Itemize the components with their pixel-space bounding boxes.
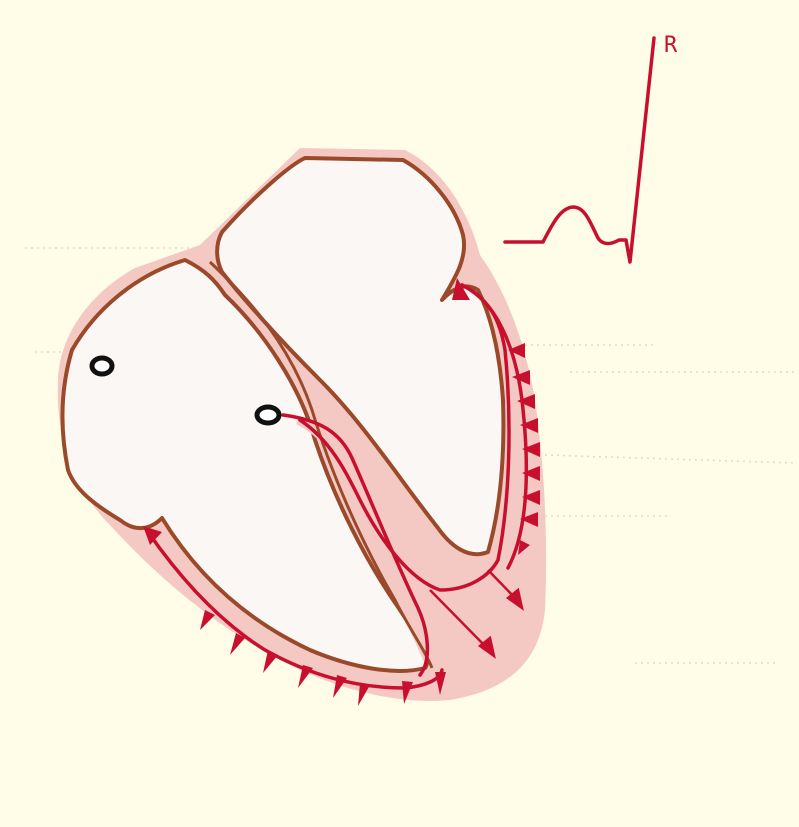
atrioventricular-node-icon: [257, 407, 279, 423]
sinoatrial-node-icon: [92, 358, 112, 374]
ecg-r-wave-label: R: [664, 33, 678, 58]
ecg-trace: [505, 38, 654, 262]
